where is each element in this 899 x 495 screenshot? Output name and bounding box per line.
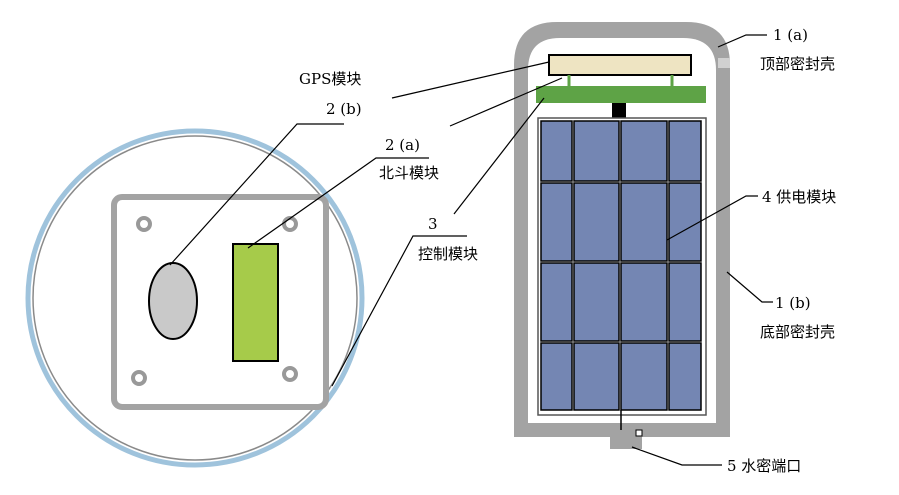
leader-lines [169,34,773,466]
label-bottom-shell: 底部密封壳 [760,323,835,341]
water-port [612,423,640,449]
battery-cell [620,182,668,262]
battery-cell [540,342,573,411]
label-top-shell: 顶部密封壳 [760,55,835,73]
label-bottom-shell-ref: 1 (b) [775,294,811,312]
gps-antenna [148,262,198,340]
battery-cell [540,120,573,182]
leader-beidou [247,157,429,249]
control-connector [612,103,626,118]
battery-cell [668,120,702,182]
label-gps-ref: 2 (b) [326,100,362,118]
battery-cell [540,262,573,342]
battery-cells [540,120,702,411]
label-top-shell-ref: 1 (a) [773,26,808,44]
label-control-ref: 3 [428,215,438,233]
battery-cell [668,262,702,342]
battery-cell [620,262,668,342]
mounting-hole [131,370,147,386]
label-power-module: 4 供电模块 [762,188,836,206]
battery-cell [540,182,573,262]
mounting-hole [282,366,298,382]
leader-top-shell [717,34,767,48]
cross-section-view [514,22,730,449]
battery-cell [620,120,668,182]
battery-cell [620,342,668,411]
leader-beidou-side [449,77,563,127]
label-gps-module: GPS模块 [299,70,361,88]
leader-bottom-shell [726,271,773,303]
leader-water-port [631,446,722,466]
top-view [25,128,365,468]
gps-board [548,54,692,76]
leader-control [331,235,467,387]
label-control-module: 控制模块 [418,245,478,263]
leader-power [666,195,758,241]
label-water-port: 5 水密端口 [727,457,801,475]
battery-cell [668,182,702,262]
inner-housing-ring [32,135,358,461]
leader-gps [391,61,550,99]
beidou-board [232,243,279,362]
battery-cell [573,262,620,342]
leader-gps-antenna [169,123,344,266]
leader-control-side [453,97,545,215]
labels: GPS模块 2 (b) 2 (a) 北斗模块 3 控制模块 1 (a) 顶部密封… [299,26,836,475]
top-shell-tint [718,58,730,68]
battery-cell [668,342,702,411]
water-port-hole [635,429,643,437]
battery-cell [573,120,620,182]
label-beidou-ref: 2 (a) [385,136,420,154]
control-board [536,86,706,103]
mounting-holes [131,216,298,386]
mounting-hole [136,216,152,232]
battery-cell [573,182,620,262]
battery-cell [573,342,620,411]
label-beidou-module: 北斗模块 [379,164,439,182]
